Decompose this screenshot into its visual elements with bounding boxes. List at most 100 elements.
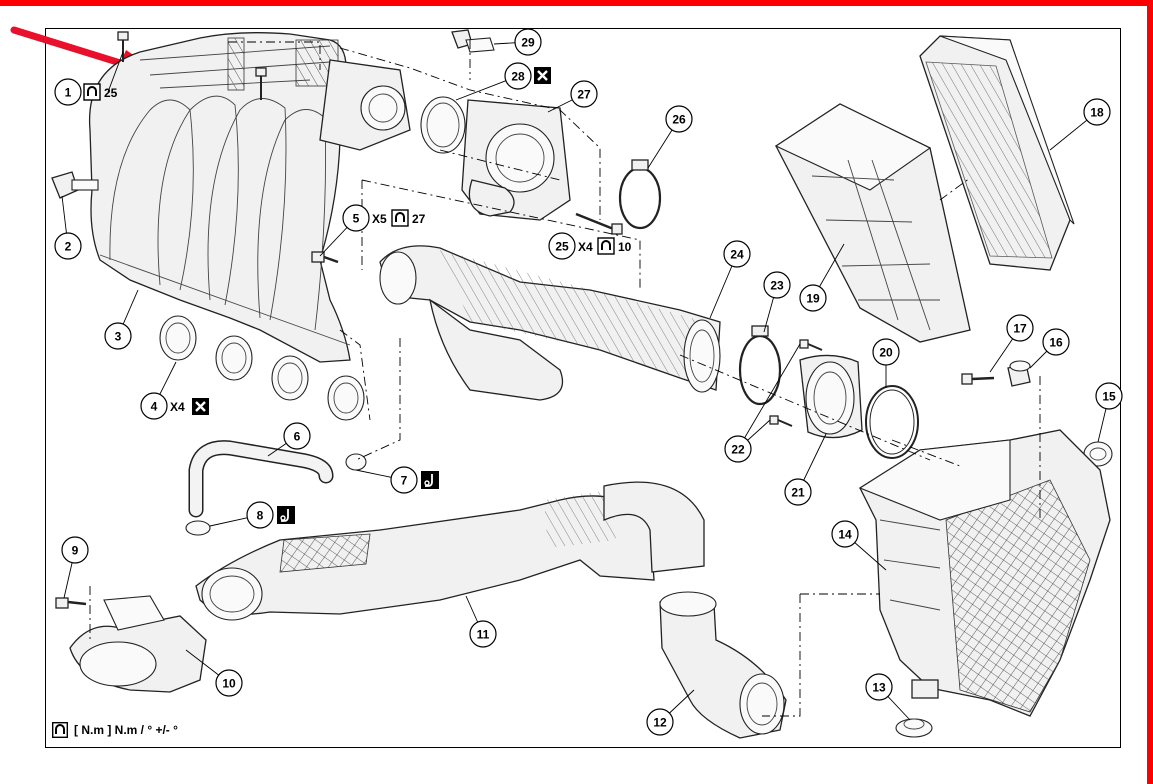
callout-23: 23 [763,271,791,299]
svg-text:18: 18 [1090,106,1104,120]
grommet-13 [895,718,933,738]
manifold-flange [319,59,411,151]
svg-text:8: 8 [257,509,264,523]
bolt-17 [961,373,995,385]
callout-18: 18 [1083,98,1111,126]
callout-28: 28 [504,62,532,90]
diagram-frame [45,28,1121,748]
svg-text:27: 27 [577,88,591,102]
callout-27: 27 [570,80,598,108]
torque-wrench-icon [83,83,101,101]
svg-text:5: 5 [353,212,360,226]
svg-text:16: 16 [1049,336,1063,350]
callout-11: 11 [469,620,497,648]
torque-wrench-icon [597,237,615,255]
svg-text:28: 28 [511,70,525,84]
svg-text:29: 29 [521,36,535,50]
svg-text:22: 22 [731,443,745,457]
svg-text:2: 2 [65,240,72,254]
svg-text:15: 15 [1102,390,1116,404]
svg-text:21: 21 [791,486,805,500]
part4-qty: X4 [170,400,185,414]
duct-12 [659,591,787,739]
clip-7 [345,453,367,471]
svg-text:25: 25 [555,240,569,254]
part25-torque: 10 [618,240,632,254]
callout-17: 17 [1006,314,1034,342]
torque-wrench-icon [391,209,409,227]
bolt-5 [311,251,339,264]
right-red-border [1147,0,1153,784]
callout-2: 2 [54,232,82,260]
svg-text:20: 20 [879,346,893,360]
assembly-lines [89,40,1041,717]
air-duct-24 [379,245,721,401]
intake-manifold [88,32,351,363]
bolt-1 [117,31,267,100]
callout-16: 16 [1042,328,1070,356]
callout-12: 12 [646,708,674,736]
intake-seals-4 [159,315,365,421]
callout-7: 7 [390,466,418,494]
svg-text:23: 23 [770,279,784,293]
callout-1: 1 [54,78,82,106]
callout-25: 25 [548,232,576,260]
part1-torque: 25 [104,86,118,100]
callout-13: 13 [865,673,893,701]
svg-text:6: 6 [294,430,301,444]
callout-14: 14 [831,520,859,548]
callout-26: 26 [665,105,693,133]
breather-hose-6 [188,440,334,518]
air-filter-18 [919,35,1075,271]
filter-frame-19 [774,103,971,343]
throttle-body-27 [461,99,571,221]
grommet-16 [1007,360,1031,387]
torque-legend: [ N.m ] N.m / ° +/- ° [52,722,178,738]
callout-4: 4 [140,392,168,420]
sensor-2 [51,171,99,199]
intake-tube-11 [195,481,705,621]
svg-text:1: 1 [65,86,72,100]
bolt-25 [575,212,623,235]
callout-19: 19 [799,284,827,312]
svg-text:19: 19 [806,292,820,306]
callout-9: 9 [61,536,89,564]
svg-text:24: 24 [730,248,744,262]
svg-text:13: 13 [872,681,886,695]
clamp-26 [618,159,662,230]
callout-29: 29 [514,28,542,56]
svg-text:10: 10 [222,677,236,691]
callout-8: 8 [246,501,274,529]
part25-qty: X4 [578,240,593,254]
air-filter-housing-14 [858,429,1111,717]
clamp-23 [738,325,782,406]
air-inlet-10 [69,595,207,693]
legend-text: [ N.m ] N.m / ° +/- ° [74,723,178,737]
hose-clamp-pliers-icon [421,471,439,489]
throttle-gasket-28 [420,96,466,154]
clip-8 [185,520,211,536]
screw-9 [55,597,87,609]
svg-text:17: 17 [1013,322,1027,336]
callout-3: 3 [104,322,132,350]
replace-part-icon [534,67,551,84]
svg-text:14: 14 [838,528,852,542]
svg-text:7: 7 [401,474,408,488]
callout-24: 24 [723,240,751,268]
callout-20: 20 [872,338,900,366]
airflow-sensor-21 [799,354,863,439]
sensor-29 [451,29,495,53]
svg-text:9: 9 [72,544,79,558]
seal-20 [865,385,919,459]
top-red-border [0,0,1153,6]
callout-22: 22 [724,435,752,463]
svg-text:12: 12 [653,716,667,730]
part5-qty: X5 [372,212,387,226]
svg-text:11: 11 [477,628,490,642]
svg-text:3: 3 [115,330,122,344]
torque-wrench-icon [52,722,68,738]
part5-torque: 27 [412,212,426,226]
callout-21: 21 [784,478,812,506]
callout-15: 15 [1095,382,1123,410]
svg-text:4: 4 [151,400,158,414]
